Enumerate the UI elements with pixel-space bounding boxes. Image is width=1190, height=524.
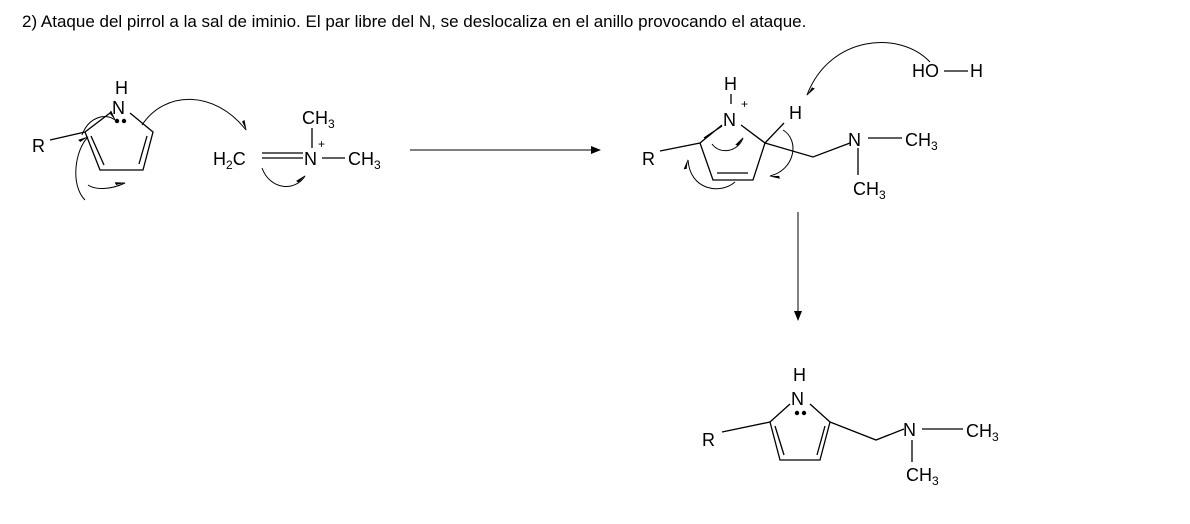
plus-charge: + [741,97,748,111]
lone-pair-dot [794,410,800,416]
electron-arrow [75,136,89,201]
methyl-right: CH3 [966,421,999,444]
attack-arrow [141,98,247,131]
electron-arrow [683,159,736,190]
methyl-down: CH3 [853,179,886,202]
atom-h: H [789,103,802,123]
lone-pair-dot [801,410,807,416]
pyrrole-reactant: H N R [32,78,247,201]
atom-n: N [112,98,125,118]
ring-bonds [721,403,831,461]
atom-h: H [793,365,806,385]
ring-bonds [659,124,766,181]
electron-arrow [711,137,744,152]
electron-arrow [769,129,794,179]
lone-pair-dot [114,118,120,124]
r-group: R [32,136,45,156]
product: H N R N CH3 CH3 [702,365,999,488]
pyrrole-ring-bonds [49,112,154,171]
side-chain-bonds [829,421,963,462]
lone-pair-dot [121,118,127,124]
methyl-right: CH3 [348,149,381,172]
atom-n: N [903,420,916,440]
step-caption: 2) Ataque del pirrol a la sal de iminio.… [22,12,807,31]
atom-n: N [791,389,804,409]
atom-h2c: H2C [213,149,246,172]
r-group: R [702,430,715,450]
iminium-salt: H2C N + CH3 CH3 [213,108,381,187]
proton-arrow [806,42,931,96]
r-group: R [642,149,655,169]
atom-n-plus: N [723,110,736,130]
water-h: H [970,61,983,81]
methyl-right: CH3 [905,130,938,153]
methyl-top: CH3 [302,108,335,131]
atom-h: H [115,78,128,98]
double-bond [262,152,303,159]
electron-arrow [261,167,306,187]
electron-arrow [81,110,116,136]
side-chain-bonds [764,122,902,175]
water-ho: HO [912,61,939,81]
methyl-down: CH3 [906,465,939,488]
atom-n: N [848,130,861,150]
plus-charge: + [318,137,325,151]
intermediate: H N + R H N CH3 CH3 HO H [642,42,983,202]
atom-h: H [724,74,737,94]
atom-n-plus: N [304,149,317,169]
electron-arrow [87,182,126,189]
n-methyl-bonds [311,128,345,159]
